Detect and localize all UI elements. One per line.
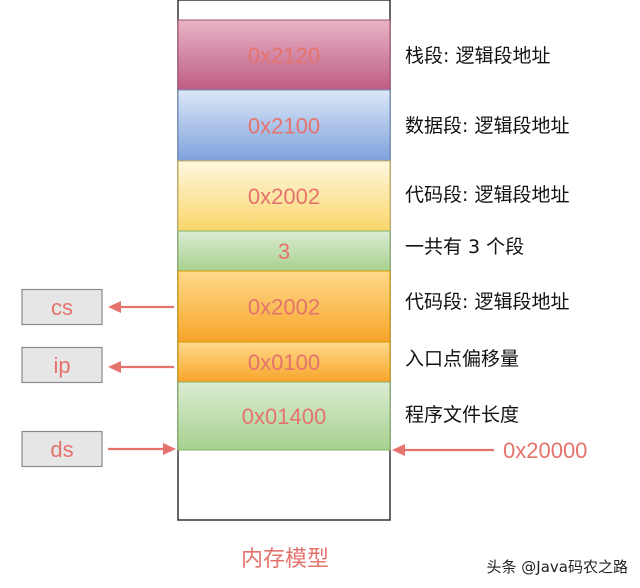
memory-segment	[177, 160, 391, 232]
segment-label: 入口点偏移量	[405, 348, 519, 370]
register-name: ds	[50, 437, 73, 462]
segment-value: 0x01400	[242, 404, 326, 429]
register-group: cs ip ds	[21, 288, 176, 468]
register-box	[21, 430, 103, 468]
memory-column: 0x2120 0x2100 0x2002 3 0x2002 0x0100 0x01400	[177, 0, 391, 521]
segment-label: 栈段: 逻辑段地址	[405, 45, 550, 67]
register-ip: ip	[21, 346, 174, 384]
segment-label: 代码段: 逻辑段地址	[405, 291, 569, 313]
segment-label: 代码段: 逻辑段地址	[405, 184, 569, 206]
base-address-group: 0x20000	[392, 438, 587, 463]
segment-label: 一共有 3 个段	[405, 236, 524, 258]
register-cs: cs	[21, 288, 174, 326]
register-name: cs	[51, 295, 73, 320]
register-box	[21, 346, 103, 384]
segment-value: 0x2100	[248, 114, 320, 139]
register-arrow-head	[108, 301, 121, 313]
segment-value: 0x2002	[248, 184, 320, 209]
base-address-arrow-head	[392, 444, 405, 456]
register-arrow-head	[163, 443, 176, 455]
register-box	[21, 288, 103, 326]
register-ds: ds	[21, 430, 176, 468]
memory-segment	[177, 381, 391, 451]
segment-value: 0x2120	[248, 43, 320, 68]
watermark: 头条 @Java码农之路	[487, 558, 628, 576]
segment-label: 程序文件长度	[405, 404, 519, 426]
register-name: ip	[53, 353, 70, 378]
memory-segment	[177, 341, 391, 383]
base-address-label: 0x20000	[503, 438, 587, 463]
diagram-caption: 内存模型	[241, 547, 329, 572]
memory-segment	[177, 230, 391, 272]
segment-value: 0x0100	[248, 350, 320, 375]
segment-value: 0x2002	[248, 295, 320, 320]
watermark-text: 头条 @Java码农之路	[487, 558, 628, 576]
segment-label: 数据段: 逻辑段地址	[405, 115, 569, 137]
segment-value: 3	[278, 239, 290, 264]
memory-segment	[177, 270, 391, 343]
register-arrow-head	[108, 361, 121, 373]
memory-segment	[177, 19, 391, 91]
